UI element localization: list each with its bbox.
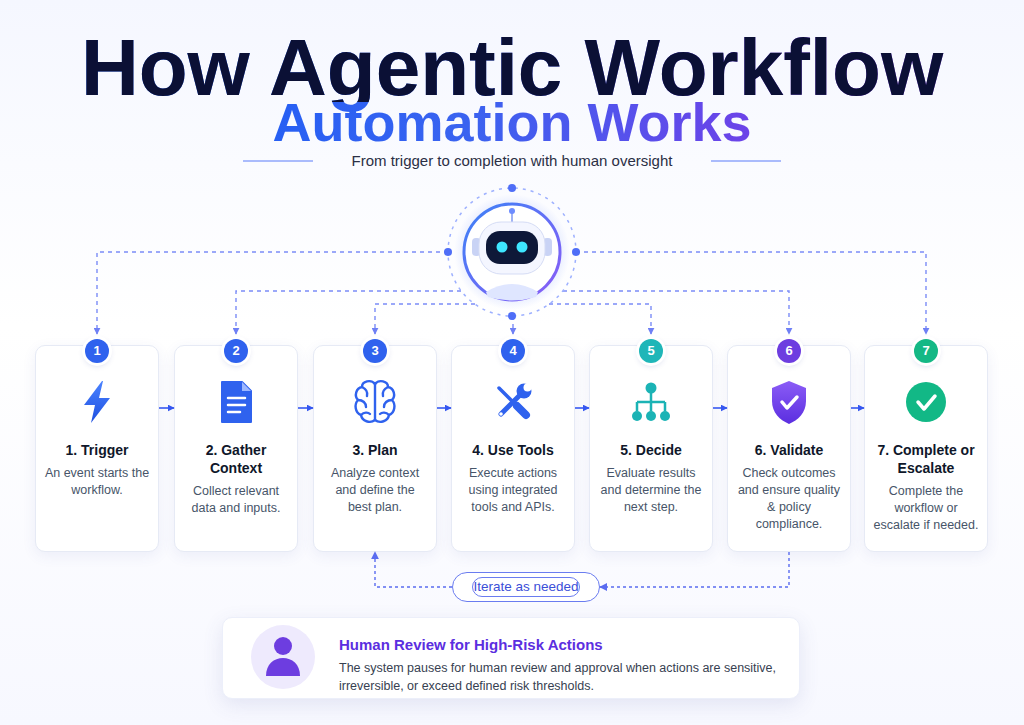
step-title: 1. Trigger [44,441,150,459]
loop-label: Iterate as needed [472,577,579,597]
robot-antenna-tip [509,208,515,214]
review-description: The system pauses for human review and a… [339,659,779,695]
step-number: 2 [224,339,248,363]
dispatch-line [97,252,448,334]
step-description: Execute actions using integrated tools a… [460,465,566,516]
step-card: 66. ValidateCheck outcomes and ensure qu… [727,345,851,552]
loop-pill: Iterate as needed [452,572,600,602]
step-card: 11. TriggerAn event starts the workflow. [35,345,159,552]
robot-body [486,284,538,301]
dispatch-line [549,304,651,334]
review-box: Human Review for High-Risk ActionsThe sy… [222,617,800,699]
orbit-dot [572,248,580,256]
robot-glow [454,194,570,310]
step-description: An event starts the workflow. [44,465,150,499]
step-title: 6. Validate [736,441,842,459]
robot-eye [497,242,508,253]
step-title: 5. Decide [598,441,704,459]
diagram-title: How Agentic Workflow Automation Works [62,36,962,144]
dispatch-line [236,291,461,334]
step-title: 7. Complete or Escalate [873,441,979,477]
step-number: 4 [501,339,525,363]
robot-eye [517,242,528,253]
step-number: 6 [777,339,801,363]
orbit-dot [508,184,516,192]
dispatch-line [576,252,926,334]
robot-visor [486,231,538,264]
step-title: 4. Use Tools [460,441,566,459]
orbit-ring [448,188,576,316]
step-number: 7 [914,339,938,363]
step-description: Complete the workflow or escalate if nee… [873,483,979,534]
step-number: 1 [85,339,109,363]
diagram-subtitle: From trigger to completion with human ov… [0,151,1024,171]
flow-arrow [159,407,174,409]
step-card: 22. Gather ContextCollect relevant data … [174,345,298,552]
title-spacer [62,100,222,130]
robot-head [479,222,545,274]
step-card: 33. PlanAnalyze context and define the b… [313,345,437,552]
step-description: Evaluate results and determine the next … [598,465,704,516]
title-spacer [802,100,962,130]
flow-arrow [575,407,589,409]
dispatch-line [563,291,789,334]
loop-arrow [375,552,452,587]
flow-arrow [713,407,727,409]
review-title: Human Review for High-Risk Actions [339,635,779,654]
dispatch-line [375,304,475,334]
flow-arrow [851,407,864,409]
robot-antenna [511,213,513,222]
flow-arrow [437,407,451,409]
step-card: 44. Use ToolsExecute actions using integ… [451,345,575,552]
step-card: 77. Complete or EscalateComplete the wor… [864,345,988,552]
step-description: Check outcomes and ensure quality & poli… [736,465,842,533]
step-title: 2. Gather Context [183,441,289,477]
step-description: Analyze context and define the best plan… [322,465,428,516]
loop-arrow [600,552,789,587]
orbit-dot [508,312,516,320]
step-card: 55. DecideEvaluate results and determine… [589,345,713,552]
step-title: 3. Plan [322,441,428,459]
orbit-dot [444,248,452,256]
step-description: Collect relevant data and inputs. [183,483,289,517]
robot-agent [444,184,580,320]
step-number: 3 [363,339,387,363]
robot-ring [464,204,560,300]
flow-arrow [298,407,313,409]
step-number: 5 [639,339,663,363]
